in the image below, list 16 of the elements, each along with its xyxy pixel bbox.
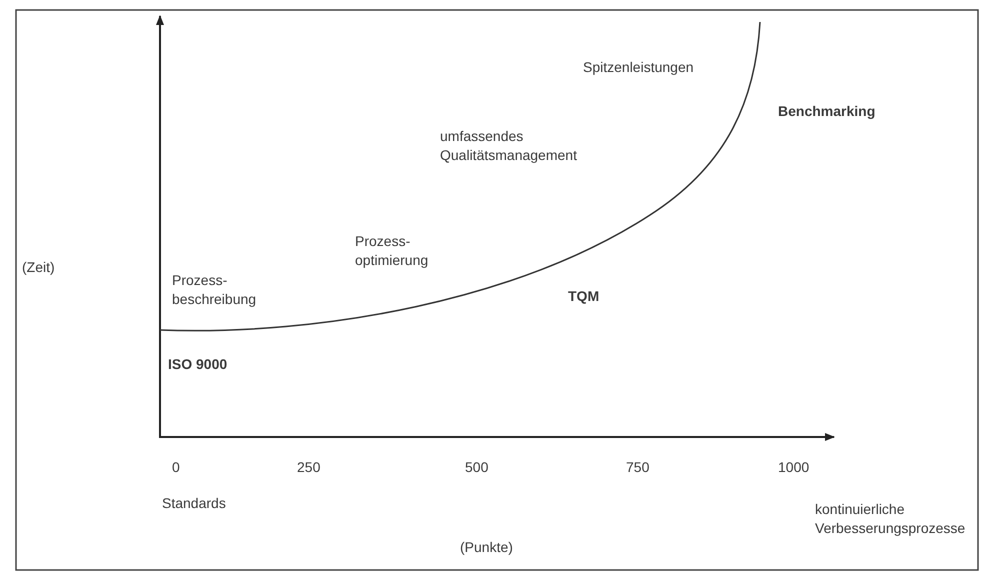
axis-note: Standards [162, 494, 226, 513]
curve-label: Spitzenleistungen [583, 58, 694, 77]
curve-label: Prozess- beschreibung [172, 271, 256, 309]
curve-label: Prozess- optimierung [355, 232, 428, 270]
tick-label: 750 [626, 458, 650, 477]
tick-label: 0 [172, 458, 180, 477]
curve-label: umfassendes Qualitätsmanagement [440, 127, 577, 165]
curve-label: Benchmarking [778, 102, 876, 121]
tick-label: 250 [297, 458, 320, 477]
tick-label: 500 [465, 458, 488, 477]
axis-title: (Punkte) [460, 538, 513, 557]
axis-note: kontinuierliche Verbesserungsprozesse [815, 500, 966, 538]
curve-label: ISO 9000 [168, 355, 228, 374]
axis-title: (Zeit) [22, 258, 55, 277]
tick-label: 1000 [778, 458, 810, 477]
curve-label: TQM [568, 287, 600, 306]
